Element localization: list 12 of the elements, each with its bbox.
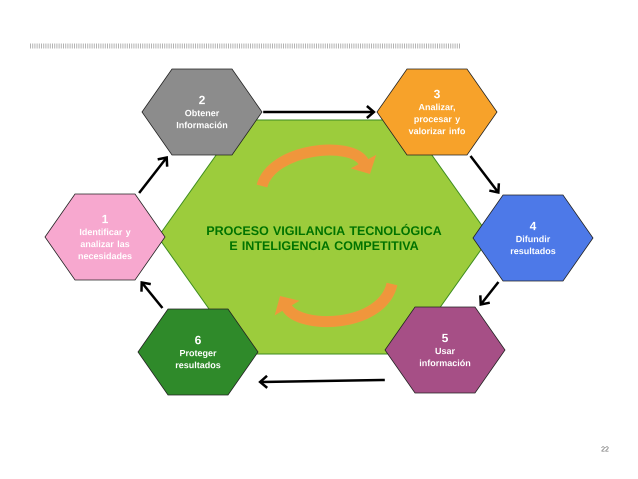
arrow bbox=[479, 281, 500, 306]
step-hexagon: 6 Proteger resultados bbox=[138, 308, 258, 396]
arrow bbox=[140, 280, 164, 309]
arrow bbox=[470, 155, 500, 194]
arrow bbox=[263, 105, 376, 119]
step-hexagon: 1 Identificar y analizar las necesidades bbox=[44, 194, 166, 280]
step-hexagon: 5 Usar información bbox=[384, 306, 506, 394]
arrow bbox=[258, 374, 385, 389]
step-hexagon: 4 Difundir resultados bbox=[472, 194, 594, 282]
step-hexagon: 3 Analizar, procesar y valorizar info bbox=[376, 68, 498, 156]
step-hexagon: 2 Obtener Información bbox=[142, 68, 262, 156]
arrow bbox=[138, 156, 168, 194]
